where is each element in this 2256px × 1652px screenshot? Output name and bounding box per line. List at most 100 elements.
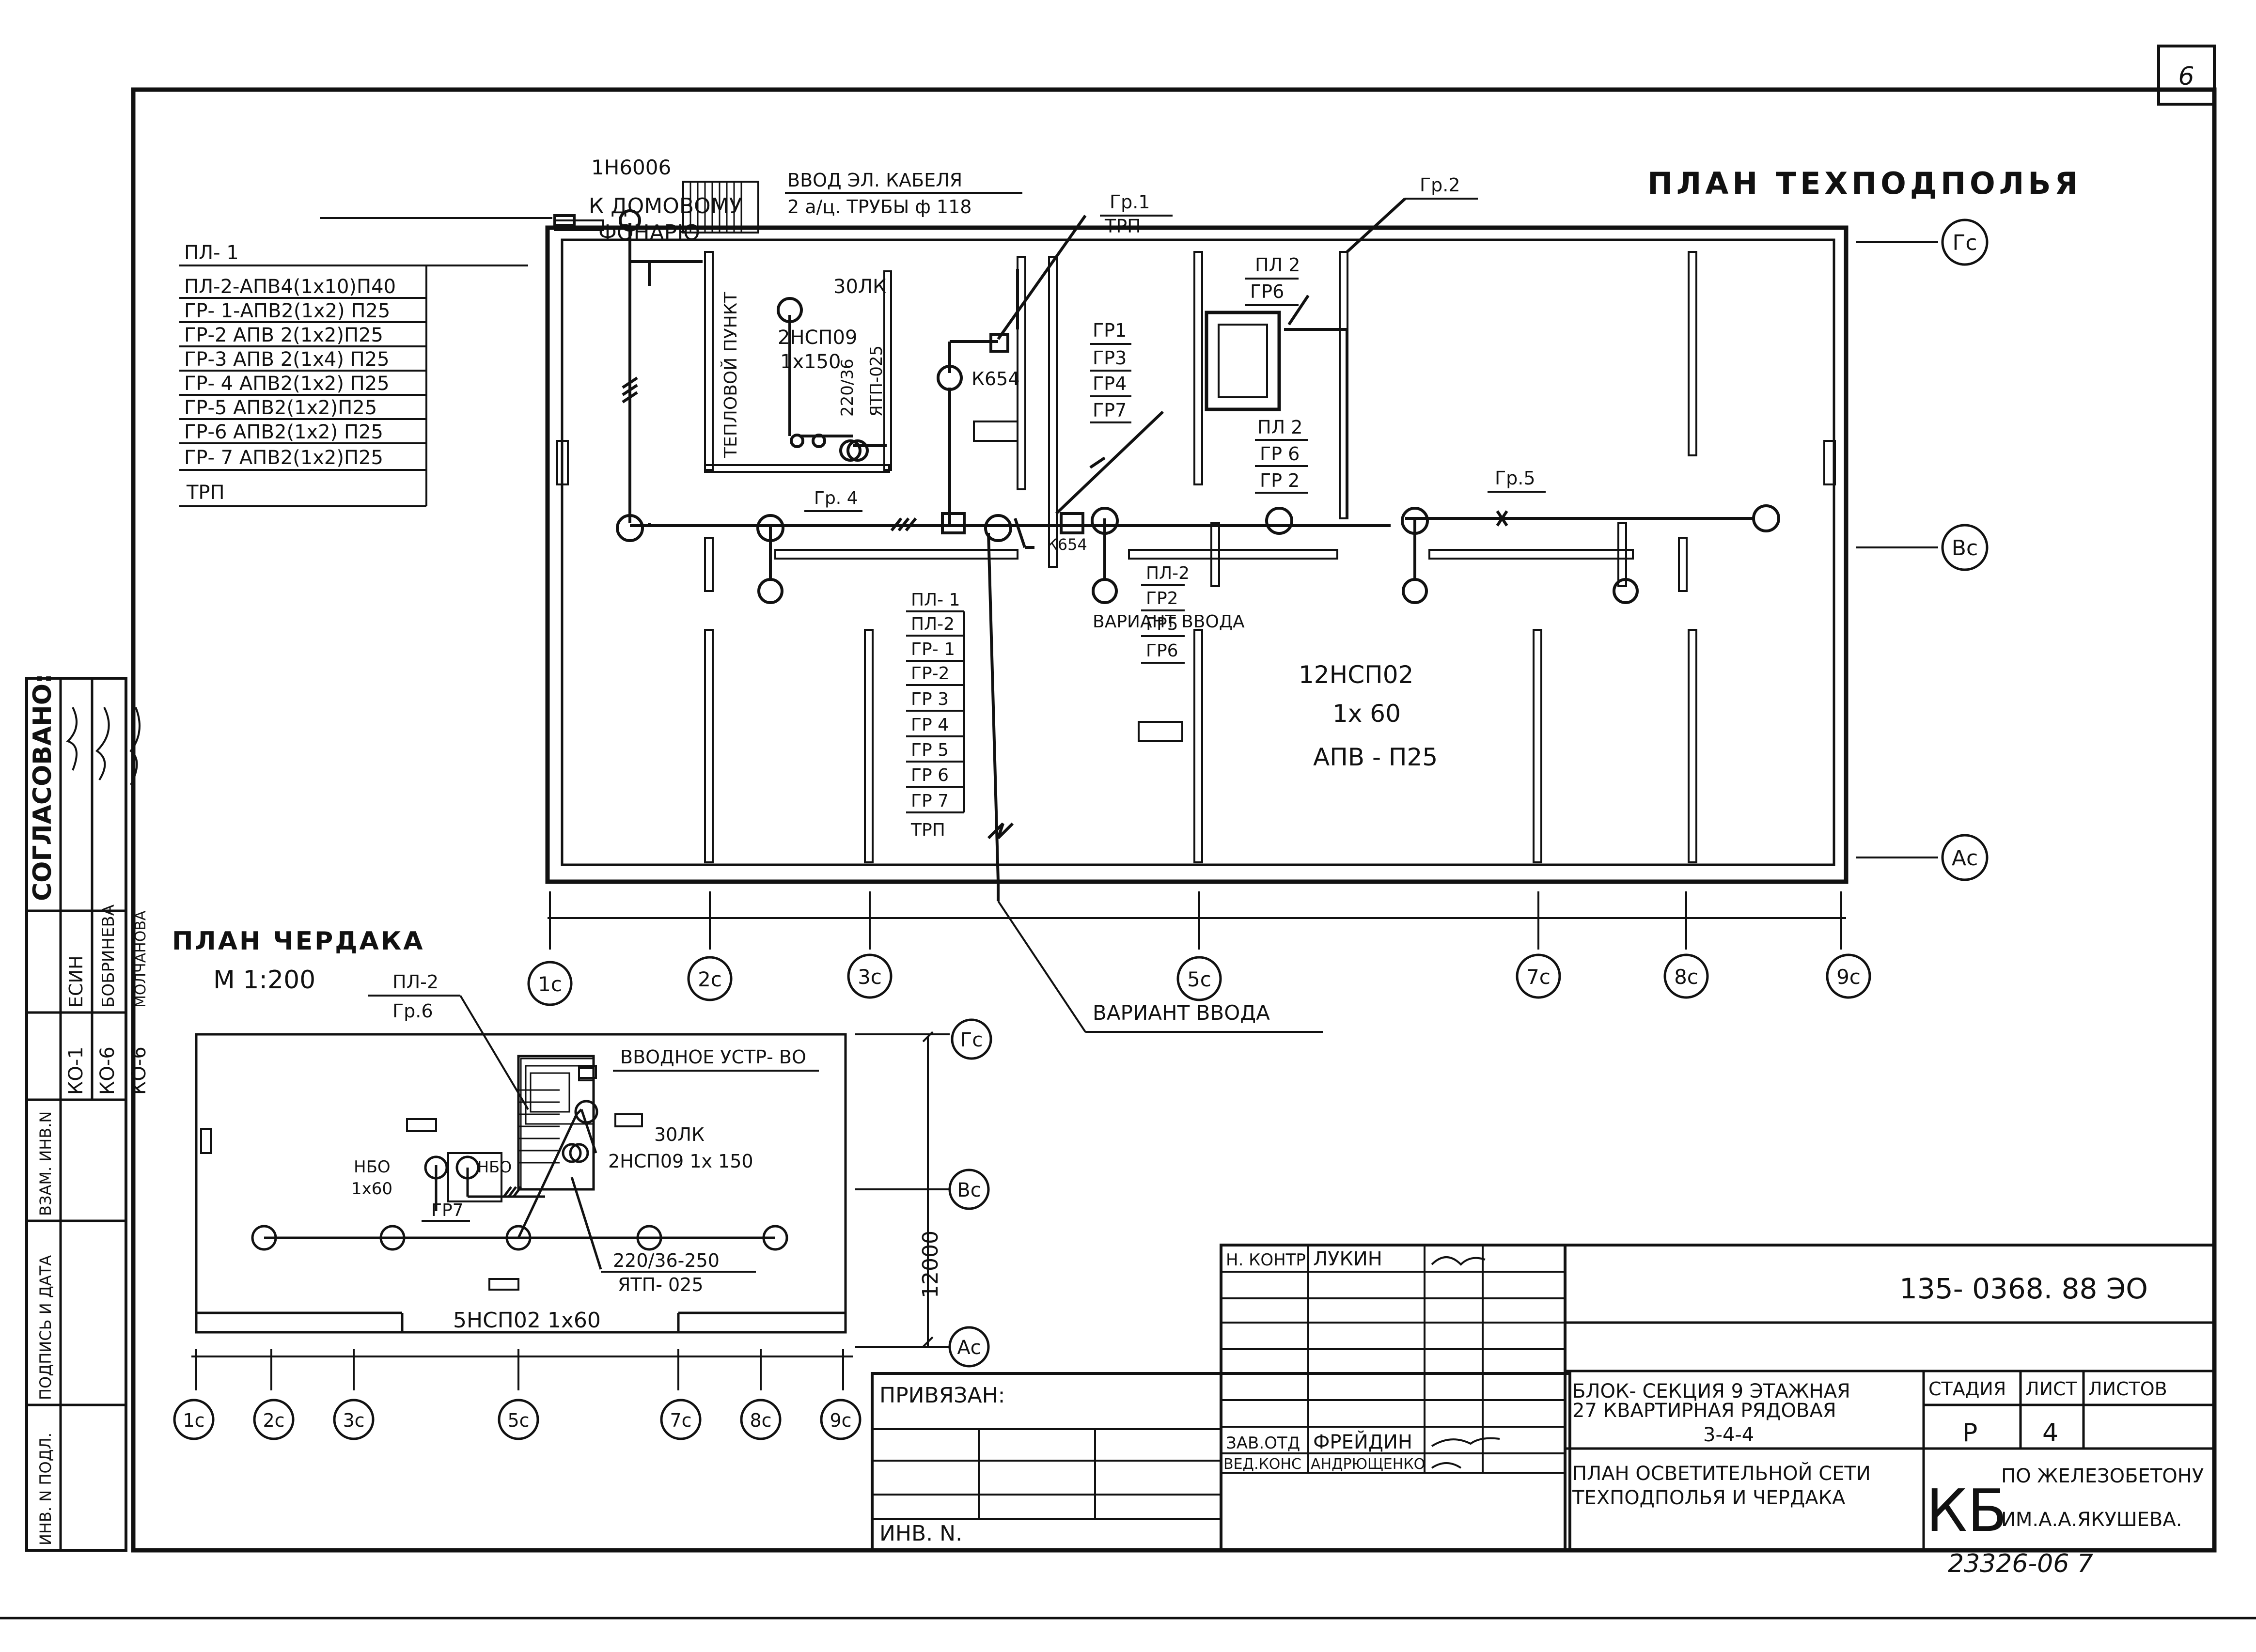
title-block: ПРИВЯЗАН: ИНВ. N. Н. КОНТР. ЛУКИН ЗАВ.ОТ… (871, 1244, 2216, 1552)
axis-5s: 5с (1187, 967, 1211, 991)
riser-c-2: ГР 2 (1260, 470, 1300, 491)
attic-plan-title: ПЛАН ЧЕРДАКА (172, 927, 425, 956)
role-3: ВЕД.КОНС (1223, 1456, 1301, 1473)
stamp-name-2: БОБРИНЕВА (99, 904, 118, 1008)
stamp-cell-1: ВЗАМ. ИНВ.N (36, 1111, 55, 1216)
pl-row-7: ГР-6 АПВ2(1х2) П25 (184, 421, 383, 443)
riser-e-8: ГР 7 (911, 791, 949, 811)
stamp-cell-2: ПОДПИСЬ И ДАТА (36, 1255, 55, 1400)
stamp-name-1: ЕСИН (65, 955, 87, 1008)
box-k654-label: К654 (971, 368, 1020, 390)
stage-value: Р (1962, 1418, 1977, 1448)
riser-e-7: ГР 6 (911, 765, 949, 785)
riser-a-0: ГР1 (1093, 320, 1127, 341)
partitions (554, 181, 1836, 863)
riser-d-2: ГР5 (1146, 614, 1178, 634)
axis-as: Ас (1952, 846, 1978, 871)
gr4-label: Гр. 4 (814, 488, 858, 508)
block-title-line2: 27 КВАРТИРНАЯ РЯДОВАЯ (1572, 1400, 1836, 1422)
attic-axis-2s: 2с (263, 1410, 284, 1431)
house-lamp-line2: ФОНАРЮ (598, 220, 700, 245)
axis-3s: 3с (858, 965, 882, 989)
attic-pl-line2: Гр.6 (392, 1000, 433, 1022)
pl-row-1: ПЛ-2-АПВ4(1х10)П40 (184, 276, 396, 298)
lamp-note-line3: АПВ - П25 (1313, 743, 1438, 771)
nbo-left-line1: НБО (354, 1157, 391, 1177)
heat-unit-label: ТЕПЛОВОЙ ПУНКТ (721, 292, 741, 458)
lamp-note-line1: 12НСП02 (1299, 661, 1413, 689)
attic-lamps-line2: 2НСП09 1х 150 (608, 1151, 753, 1172)
lamp-note-line2: 1х 60 (1332, 700, 1401, 728)
attic-axis-vs: Вс (957, 1179, 981, 1201)
box-k654-label-2: К654 (1047, 535, 1087, 554)
attic-main-lamps: 5НСП02 1х60 (453, 1308, 601, 1333)
attic-transformer-line2: ЯТП- 025 (618, 1274, 704, 1295)
stamp-code-1: КО-1 (65, 1046, 87, 1095)
riser-b-0: ПЛ 2 (1255, 254, 1300, 276)
transformer-line2: ЯТП-025 (867, 345, 886, 417)
attic-lamps-line1: 30ЛК (654, 1124, 705, 1145)
attic-grid-axes: Гс Вс Ас 1с 2с 3с 5с 7с 8с 9с (173, 1018, 992, 1440)
riser-e-3: ГР-2 (911, 664, 950, 684)
cable-entry-line2: 2 а/ц. ТРУБЫ ф 118 (787, 196, 971, 218)
riser-a-2: ГР4 (1093, 373, 1127, 394)
gr1-sub-label: ТРП (1104, 216, 1141, 237)
sheet-value: 4 (2042, 1418, 2058, 1448)
pl-row-6: ГР-5 АПВ2(1х2)П25 (184, 397, 377, 419)
gr2-label: Гр.2 (1420, 174, 1460, 196)
pl-row-4: ГР-3 АПВ 2(1х4) П25 (184, 348, 390, 371)
attic-transformer-line1: 220/36-250 (613, 1250, 720, 1271)
axis-9s: 9с (1836, 965, 1861, 989)
riser-e-9: ТРП (910, 820, 945, 840)
heat-lamps-line1: 30ЛК (833, 276, 886, 298)
axis-8s: 8с (1674, 965, 1698, 989)
riser-e-2: ГР- 1 (911, 639, 955, 659)
entry-variant-label: ВАРИАНТ ВВОДА (1093, 612, 1245, 632)
transformer-line1: 220/36 (838, 358, 857, 417)
axis-2s: 2с (698, 967, 722, 991)
axis-gs: Гс (1952, 231, 1977, 255)
stamp-name-3: МОЛЧАНОВА (132, 910, 149, 1008)
pl-row-5: ГР- 4 АПВ2(1х2) П25 (184, 373, 390, 395)
stage-header: СТАДИЯ (1928, 1378, 2006, 1400)
role-2: ЗАВ.ОТД (1226, 1434, 1300, 1453)
bottom-code: 23326-06 7 (1948, 1549, 2093, 1578)
sheet-title-line1: ПЛАН ОСВЕТИТЕЛЬНОЙ СЕТИ (1572, 1462, 1871, 1485)
riser-a-3: ГР7 (1093, 400, 1127, 421)
pl-row-9: ТРП (186, 482, 225, 504)
luminaires (553, 209, 1780, 604)
riser-e-5: ГР 4 (911, 715, 949, 735)
attic-axis-8s: 8с (750, 1410, 771, 1431)
org-line2: ИМ.А.А.ЯКУШЕВА. (2001, 1509, 2182, 1531)
block-title-line1: БЛОК- СЕКЦИЯ 9 ЭТАЖНАЯ (1572, 1380, 1850, 1403)
riser-e-4: ГР 3 (911, 689, 949, 709)
riser-e-0: ПЛ- 1 (911, 590, 960, 610)
role-1: Н. КОНТР. (1226, 1250, 1311, 1270)
attic-axis-as: Ас (957, 1337, 981, 1359)
riser-c-0: ПЛ 2 (1257, 417, 1302, 438)
tech-subfloor-plan: ПЛАН ТЕХПОДПОЛЬЯ (179, 156, 2078, 1033)
side-stamp: СОГЛАСОВАНО: ЕСИН БОБРИНЕВА МОЛЧАНОВА КО… (25, 673, 150, 1552)
org-line1: ПО ЖЕЛЕЗОБЕТОНУ (2001, 1465, 2204, 1487)
stamp-code-3: КО-6 (128, 1046, 150, 1095)
attic-axis-3s: 3с (343, 1410, 364, 1431)
name-2: ФРЕЙДИН (1313, 1430, 1412, 1453)
attic-axis-1s: 1с (183, 1410, 204, 1431)
sheets-header: ЛИСТОВ (2088, 1378, 2167, 1400)
lamp-top-label: 1Н6006 (591, 156, 671, 179)
stamp-cell-3: ИНВ. N ПОДЛ. (36, 1433, 55, 1545)
attic-scale: М 1:200 (213, 966, 315, 995)
riser-e-6: ГР 5 (911, 740, 949, 760)
stamp-code-2: КО-6 (96, 1046, 119, 1095)
attic-dimension: 12000 (918, 1231, 943, 1298)
cable-entry-line1: ВВОД ЭЛ. КАБЕЛЯ (787, 170, 962, 191)
approval-signatures (66, 707, 141, 785)
attic-walls (195, 1033, 847, 1334)
house-lamp-line1: К ДОМОВОМУ (589, 194, 742, 218)
nbo-left-line2: 1х60 (351, 1179, 392, 1199)
riser-c-1: ГР 6 (1260, 443, 1300, 465)
attic-axis-gs: Гс (960, 1029, 983, 1051)
pl-row-2: ГР- 1-АПВ2(1х2) П25 (184, 300, 390, 322)
riser-lists: ГР1 ГР3 ГР4 ГР7 ПЛ 2 ГР6 ПЛ 2 ГР 6 ГР 2 … (906, 254, 1308, 840)
